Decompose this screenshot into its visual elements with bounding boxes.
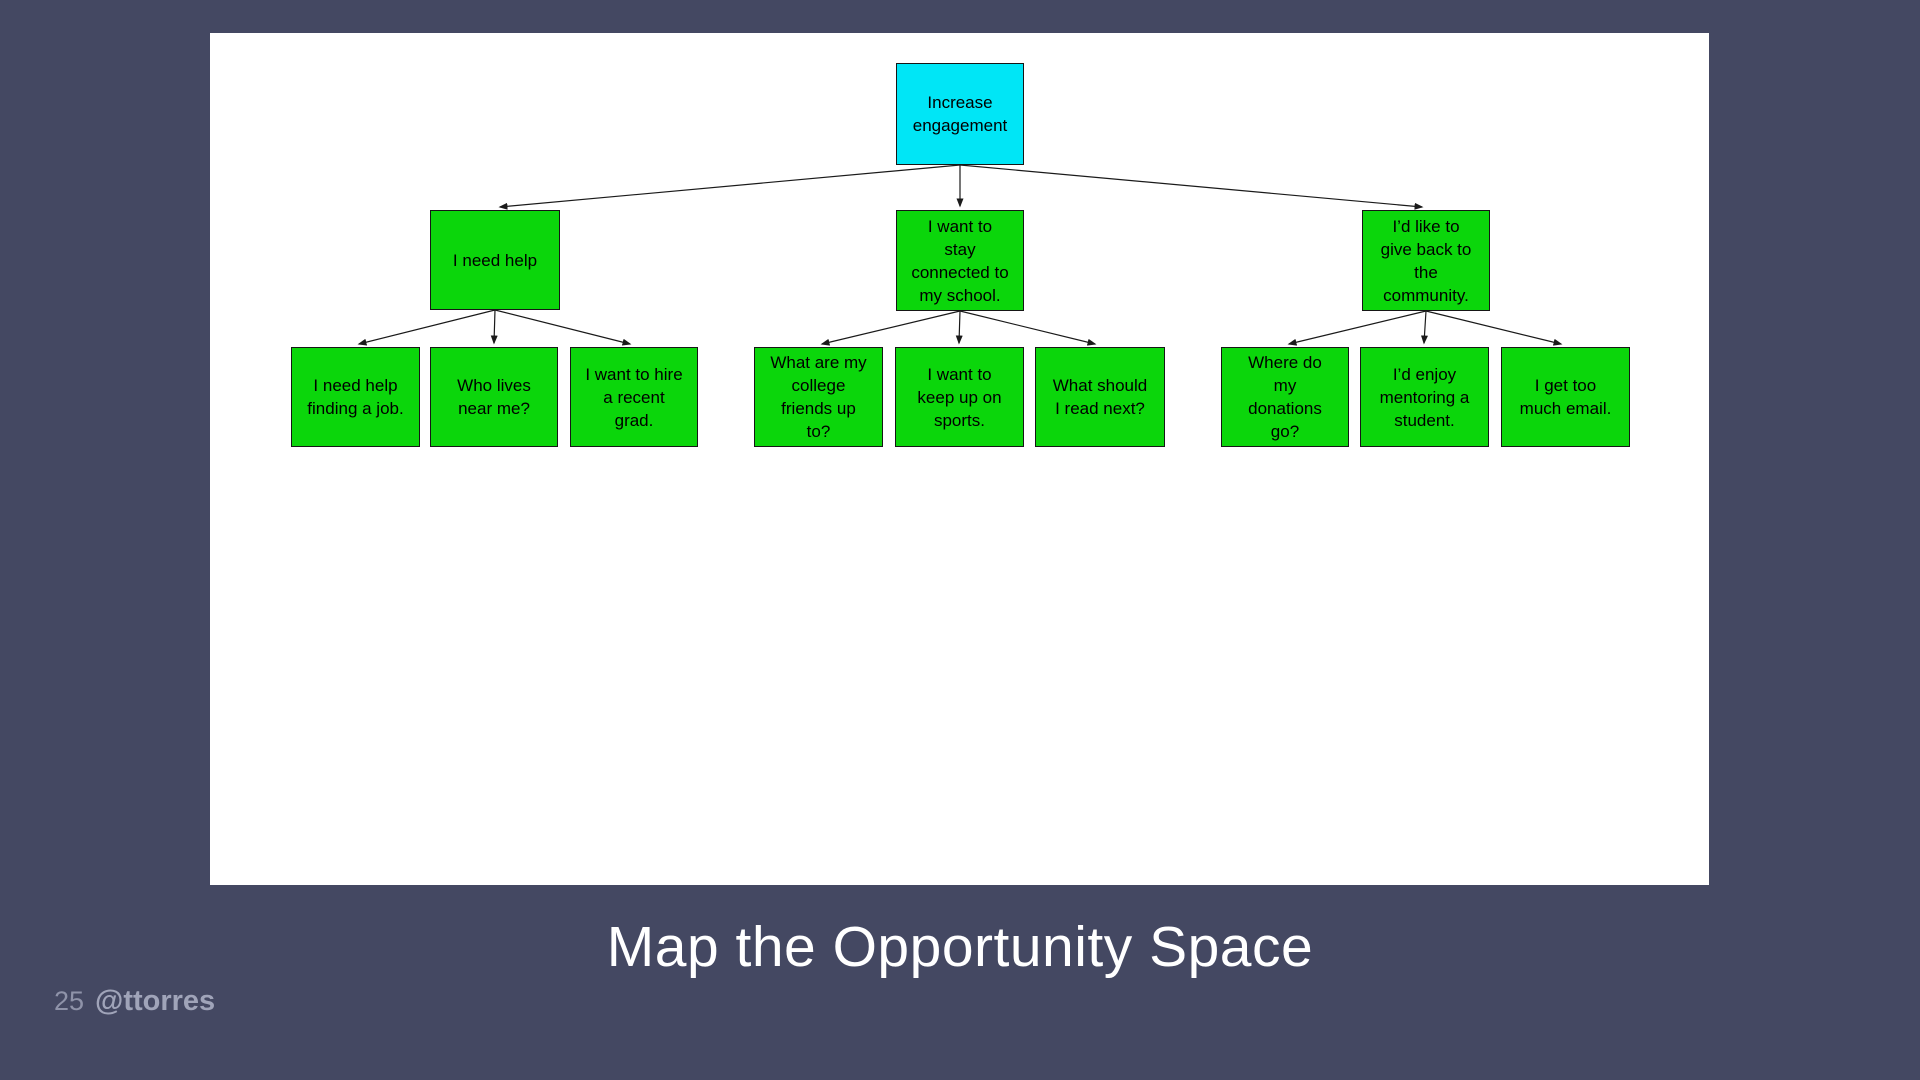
tree-node-root: Increase engagement <box>896 63 1024 165</box>
tree-node-opportunity: What should I read next? <box>1035 347 1165 447</box>
tree-node-opportunity: I need help <box>430 210 560 310</box>
slide-title: Map the Opportunity Space <box>606 915 1314 979</box>
tree-node-opportunity: What are my college friends up to? <box>754 347 883 447</box>
author-handle: @ttorres <box>95 985 216 1017</box>
tree-node-opportunity: I want to stay connected to my school. <box>896 210 1024 311</box>
slide-canvas: Increase engagement I need help I want t… <box>210 33 1709 885</box>
tree-node-opportunity: I want to keep up on sports. <box>895 347 1024 447</box>
tree-node-opportunity: I get too much email. <box>1501 347 1630 447</box>
tree-node-opportunity: Where do my donations go? <box>1221 347 1349 447</box>
page-number: 25 <box>54 986 85 1016</box>
slide-footer: 25 @ttorres <box>54 985 215 1018</box>
tree-node-opportunity: I need help finding a job. <box>291 347 420 447</box>
tree-node-opportunity: I want to hire a recent grad. <box>570 347 698 447</box>
tree-node-opportunity: Who lives near me? <box>430 347 558 447</box>
tree-node-opportunity: I’d like to give back to the community. <box>1362 210 1490 311</box>
tree-node-opportunity: I’d enjoy mentoring a student. <box>1360 347 1489 447</box>
